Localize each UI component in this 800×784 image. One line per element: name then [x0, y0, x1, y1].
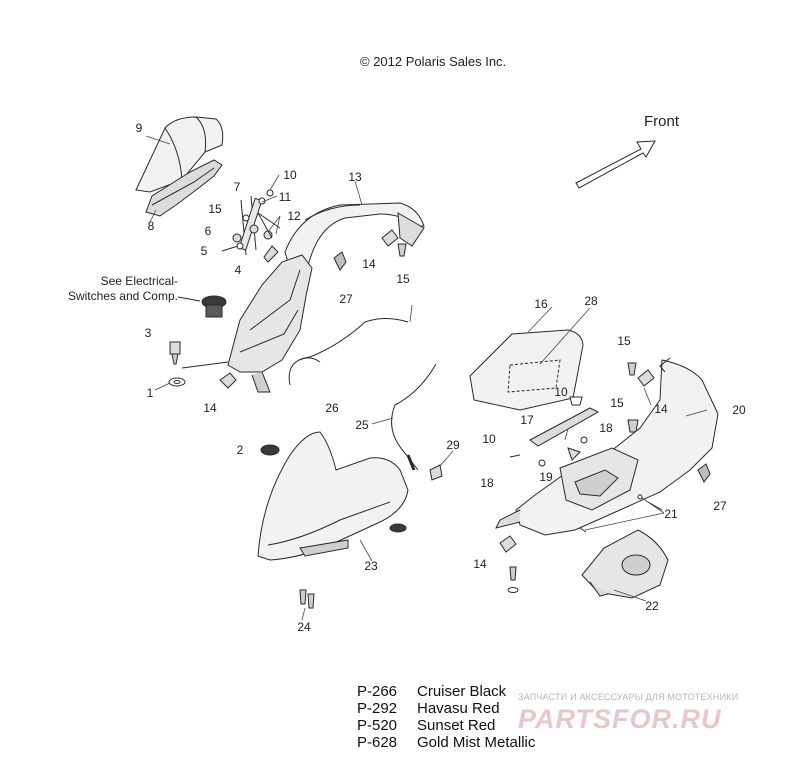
front-direction-arrow [575, 140, 656, 189]
part-26-cable [288, 318, 409, 386]
callout-18-right: 18 [599, 421, 613, 435]
callout-4: 4 [234, 263, 242, 277]
callout-16: 16 [534, 297, 548, 311]
callout-14-upper: 14 [362, 257, 376, 271]
callout-9: 9 [135, 121, 143, 135]
hardware-cluster-right [509, 436, 588, 467]
part-22-lower-cover [581, 529, 669, 599]
color-code: P-266 [357, 683, 398, 700]
callout-11: 11 [278, 190, 292, 204]
callout-7: 7 [233, 180, 241, 194]
copyright-text: © 2012 Polaris Sales Inc. [360, 54, 507, 69]
front-direction-label: Front [644, 113, 680, 130]
callout-14-lower: 14 [473, 557, 487, 571]
color-name: Gold Mist Metallic [417, 734, 536, 751]
callout-6: 6 [204, 224, 212, 238]
part-20-console-body [495, 357, 719, 536]
callout-13: 13 [348, 170, 362, 184]
callout-27-left: 27 [339, 292, 353, 306]
callout-15-center: 15 [396, 272, 410, 286]
lower-screws [507, 566, 519, 593]
part-9-gauge-hood [135, 116, 224, 193]
callout-28: 28 [584, 294, 598, 308]
switch-component [177, 295, 227, 318]
callout-22: 22 [645, 599, 659, 613]
part-14-clips [219, 229, 655, 553]
callout-15-right: 15 [617, 334, 631, 348]
callout-18-left: 18 [480, 476, 494, 490]
callout-1: 1 [146, 386, 154, 400]
callout-3: 3 [144, 326, 152, 340]
part-1-washer [168, 377, 186, 387]
callout-10-mid: 10 [554, 385, 568, 399]
callout-14-left: 14 [203, 401, 217, 415]
part-15-screws [397, 243, 639, 433]
callout-12: 12 [287, 209, 301, 223]
color-code: P-520 [357, 717, 398, 734]
callout-23: 23 [364, 559, 378, 573]
color-options-list: P-266 Cruiser Black P-292 Havasu Red P-5… [357, 683, 535, 751]
callout-27-right: 27 [713, 499, 727, 513]
electrical-reference-note: See Electrical- Switches and Comp. [38, 274, 178, 304]
color-name: Sunset Red [417, 717, 496, 734]
color-option-row: P-266 Cruiser Black [357, 683, 535, 700]
watermark: ЗАПЧАСТИ И АКСЕССУАРЫ ДЛЯ МОТОТЕХНИКИ PA… [518, 692, 780, 735]
callout-10-lower: 10 [482, 432, 496, 446]
callout-25: 25 [355, 418, 369, 432]
part-23-front-cover [257, 431, 409, 561]
color-option-row: P-628 Gold Mist Metallic [357, 734, 535, 751]
part-3-screw [169, 341, 181, 365]
callout-14-right: 14 [654, 402, 668, 416]
callout-26: 26 [325, 401, 339, 415]
part-27-clips [333, 251, 711, 483]
callout-15-lower: 15 [610, 396, 624, 410]
callout-2: 2 [236, 443, 244, 457]
callout-20: 20 [732, 403, 746, 417]
color-code: P-292 [357, 700, 398, 717]
part-24-screws [299, 589, 315, 609]
reference-note-line2: Switches and Comp. [67, 289, 178, 303]
callout-17: 17 [520, 413, 534, 427]
watermark-brand: PARTSFOR.RU [518, 704, 722, 734]
callout-29: 29 [446, 438, 460, 452]
callout-19: 19 [539, 470, 553, 484]
callout-15-upper: 15 [208, 202, 222, 216]
color-code: P-628 [357, 734, 398, 751]
callout-5: 5 [200, 244, 208, 258]
part-17-hinge [529, 396, 600, 447]
color-option-row: P-292 Havasu Red [357, 700, 535, 717]
part-25-cable [391, 363, 437, 471]
left-console-body [181, 254, 313, 393]
callout-21: 21 [664, 507, 678, 521]
part-13-steering-cover [284, 202, 425, 292]
hardware-cluster-upper [221, 189, 281, 263]
color-name: Havasu Red [417, 700, 500, 717]
color-name: Cruiser Black [417, 683, 507, 700]
callout-10-upper: 10 [283, 168, 297, 182]
color-option-row: P-520 Sunset Red [357, 717, 535, 734]
leader-lines [145, 135, 708, 621]
callout-8: 8 [147, 219, 155, 233]
reference-note-line1: See Electrical- [100, 274, 178, 288]
part-8-bezel [145, 159, 223, 217]
part-29-clip [429, 464, 443, 481]
callout-24: 24 [297, 620, 311, 634]
part-2-grommet [260, 444, 280, 456]
watermark-tagline: ЗАПЧАСТИ И АКСЕССУАРЫ ДЛЯ МОТОТЕХНИКИ [518, 692, 739, 702]
part-16-storage-lid [469, 329, 584, 411]
